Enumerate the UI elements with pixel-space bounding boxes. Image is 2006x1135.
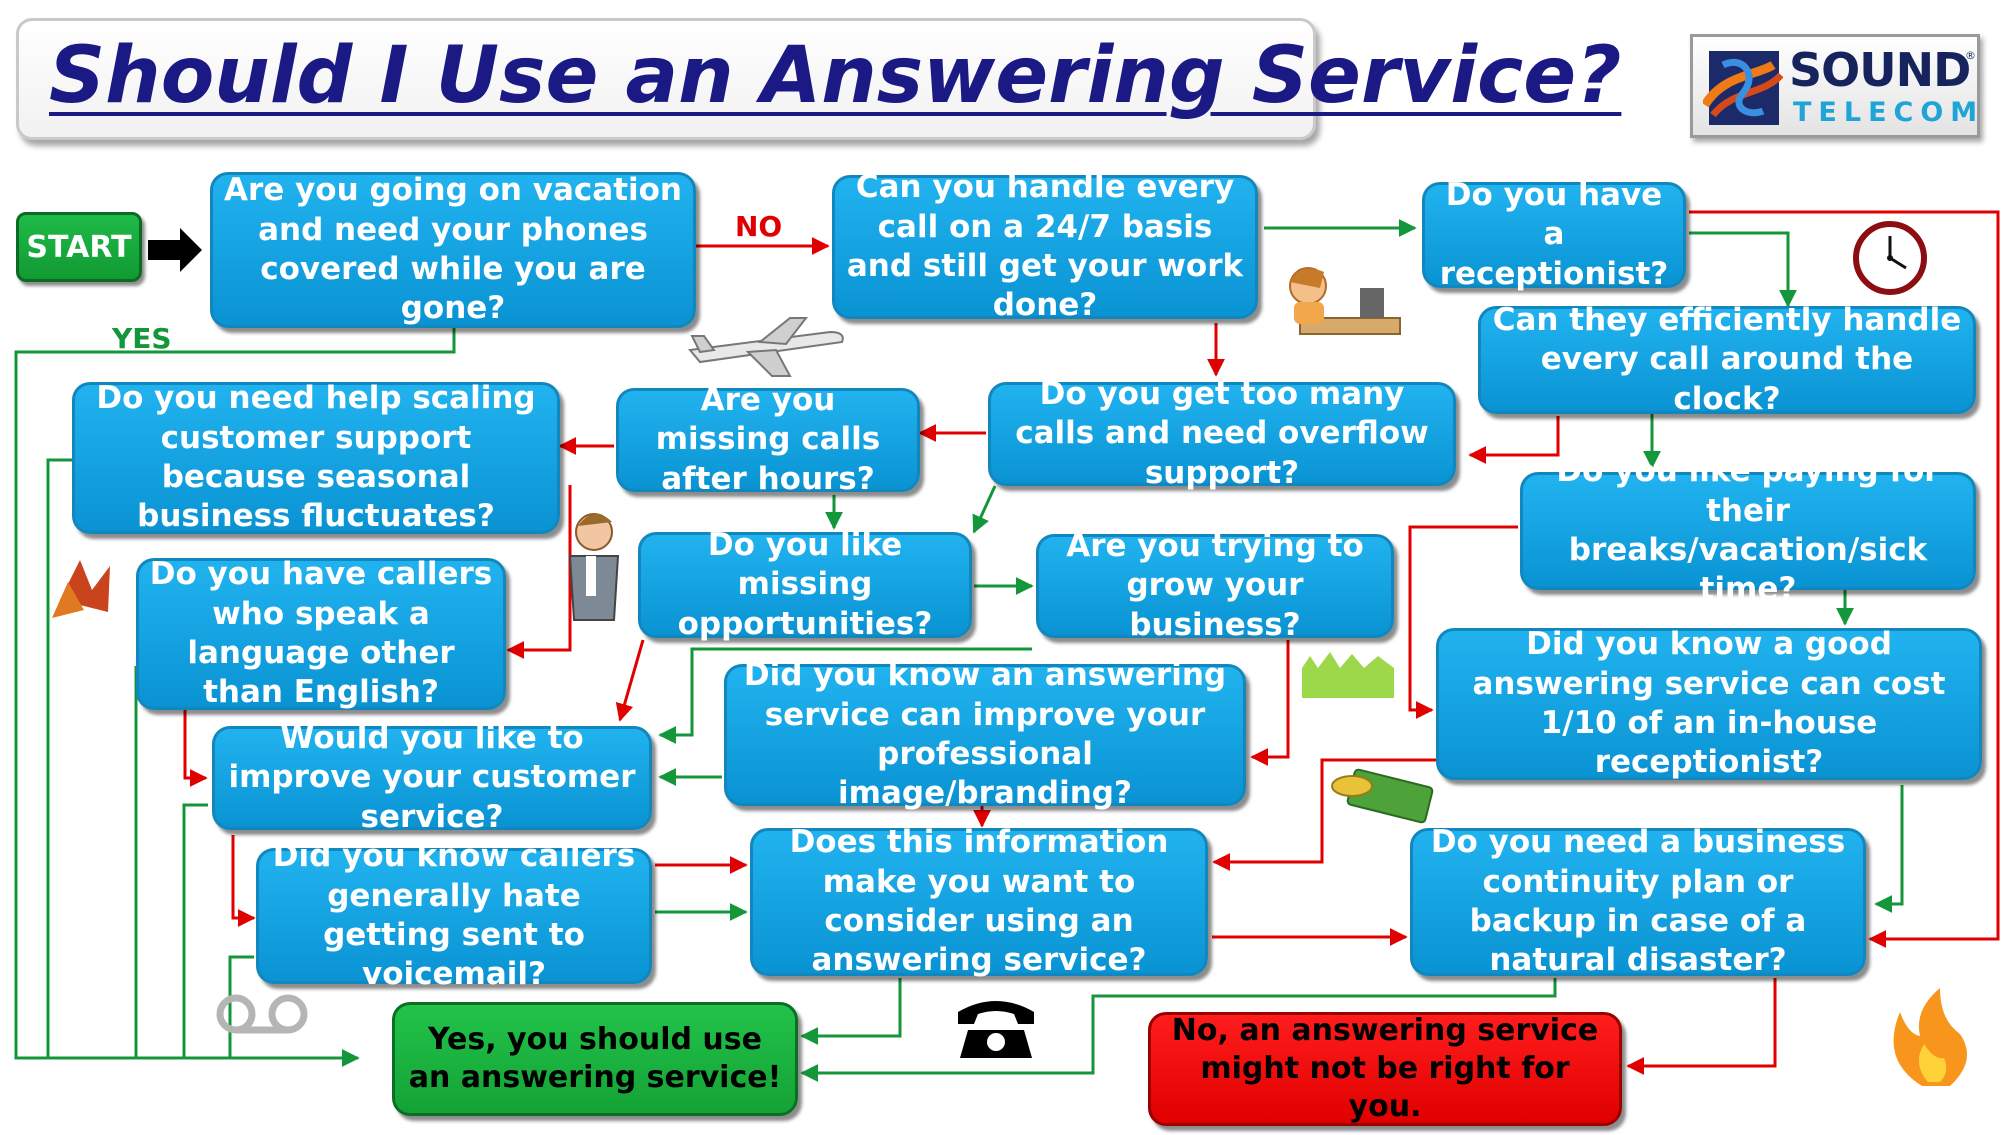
outcome-yes[interactable]: Yes, you should use an answering service… [392, 1002, 798, 1116]
logo-word-telecom: TELECOM [1793, 97, 1985, 128]
question-customer-service[interactable]: Would you like to improve your customer … [212, 720, 652, 835]
question-language[interactable]: Do you have callers who speak a language… [136, 556, 506, 710]
start-button[interactable]: START [16, 212, 142, 282]
sound-telecom-logo: SOUND ® TELECOM [1690, 34, 1980, 138]
page-title: Should I Use an Answering Service? [49, 31, 1622, 121]
question-receptionist-cost[interactable]: Did you know a good answering service ca… [1436, 626, 1982, 780]
question-consider-service[interactable]: Does this information make you want to c… [750, 824, 1208, 978]
question-grow-business[interactable]: Are you trying to grow your business? [1036, 528, 1394, 643]
question-business-continuity[interactable]: Do you need a business continuity plan o… [1410, 824, 1866, 978]
question-handle-every-call[interactable]: Can you handle every call on a 24/7 basi… [832, 169, 1258, 323]
question-efficiently-handle[interactable]: Can they efficiently handle every call a… [1478, 302, 1976, 417]
question-vacation[interactable]: Are you going on vacation and need your … [210, 172, 696, 328]
logo-word-sound: SOUND [1789, 43, 1971, 97]
question-paying-breaks[interactable]: Do you like paying for their breaks/vaca… [1520, 453, 1976, 607]
logo-swirl-icon [1703, 51, 1783, 125]
no-edge-label: NO [735, 210, 783, 243]
question-branding[interactable]: Did you know an answering service can im… [724, 657, 1246, 811]
logo-registered-mark: ® [1965, 49, 1976, 62]
yes-edge-label: YES [112, 322, 172, 355]
title-panel: Should I Use an Answering Service? [16, 18, 1621, 140]
question-voicemail[interactable]: Did you know callers generally hate gett… [256, 838, 652, 992]
question-missing-opportunities[interactable]: Do you like missing opportunities? [638, 527, 972, 642]
question-receptionist[interactable]: Do you have a receptionist? [1422, 177, 1686, 292]
question-seasonal-scaling[interactable]: Do you need help scaling customer suppor… [72, 380, 560, 534]
question-overflow[interactable]: Do you get too many calls and need overf… [988, 376, 1456, 491]
question-after-hours[interactable]: Are you missing calls after hours? [616, 382, 920, 497]
outcome-no[interactable]: No, an answering service might not be ri… [1148, 1012, 1622, 1126]
